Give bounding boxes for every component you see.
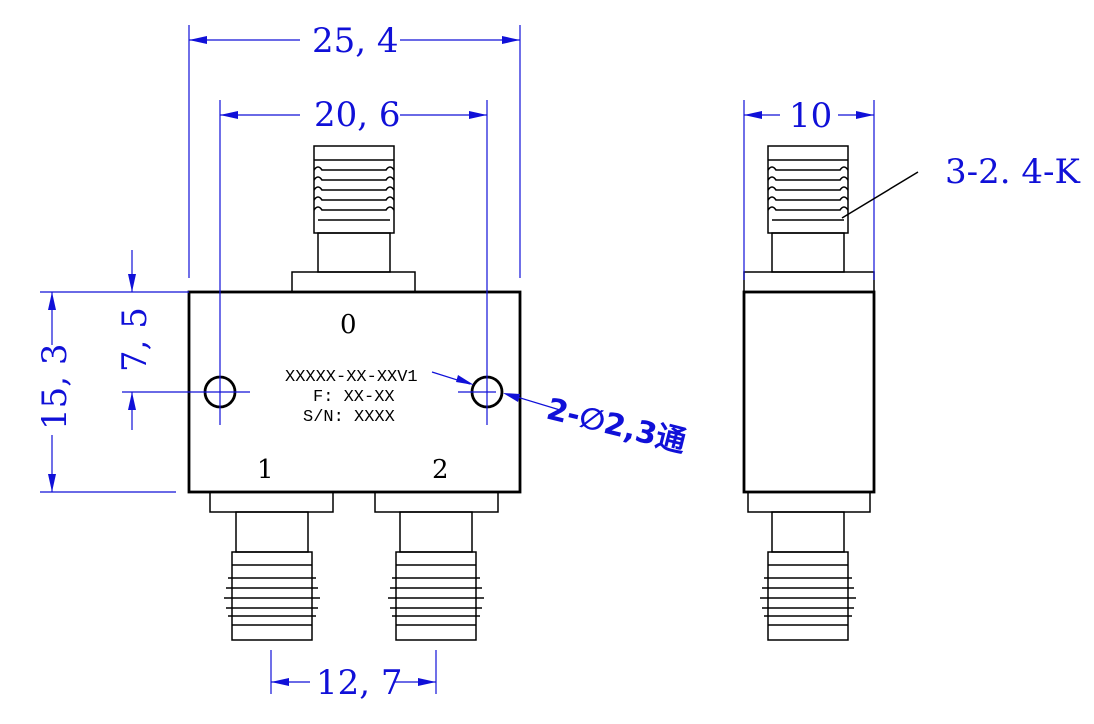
bottom-right-connector — [374, 491, 499, 641]
top-connector — [291, 145, 416, 293]
dim-hole-height: 7, 5 — [115, 307, 155, 372]
port-label-0: 0 — [340, 310, 357, 340]
hole-callout: 2-∅2,3通 — [543, 392, 689, 460]
frequency-text: F: XX-XX — [313, 388, 395, 407]
side-dimensions: 10 3-2. 4-K — [743, 96, 1080, 280]
port-label-1: 1 — [257, 455, 274, 485]
serial-text: S/N: XXXX — [303, 408, 395, 427]
dim-overall-width: 25, 4 — [312, 21, 399, 61]
connector-callout: 3-2. 4-K — [945, 152, 1080, 192]
bottom-left-connector — [209, 491, 334, 641]
dim-hole-spacing: 20, 6 — [314, 95, 401, 135]
port-label-2: 2 — [432, 455, 449, 485]
model-text: XXXXX-XX-XXV1 — [285, 368, 418, 387]
dim-side-width: 10 — [789, 96, 832, 136]
top-connector-threads — [313, 166, 395, 211]
dim-body-height: 15, 3 — [35, 343, 75, 430]
side-view — [742, 145, 876, 641]
front-dimensions: 25, 4 20, 6 15, 3 7, 5 12, 7 — [35, 21, 689, 703]
dim-port-spacing: 12, 7 — [316, 663, 403, 703]
front-view: 0 1 2 XXXXX-XX-XXV1 F: XX-XX S/N: XXXX — [187, 145, 522, 641]
side-body — [742, 290, 876, 494]
